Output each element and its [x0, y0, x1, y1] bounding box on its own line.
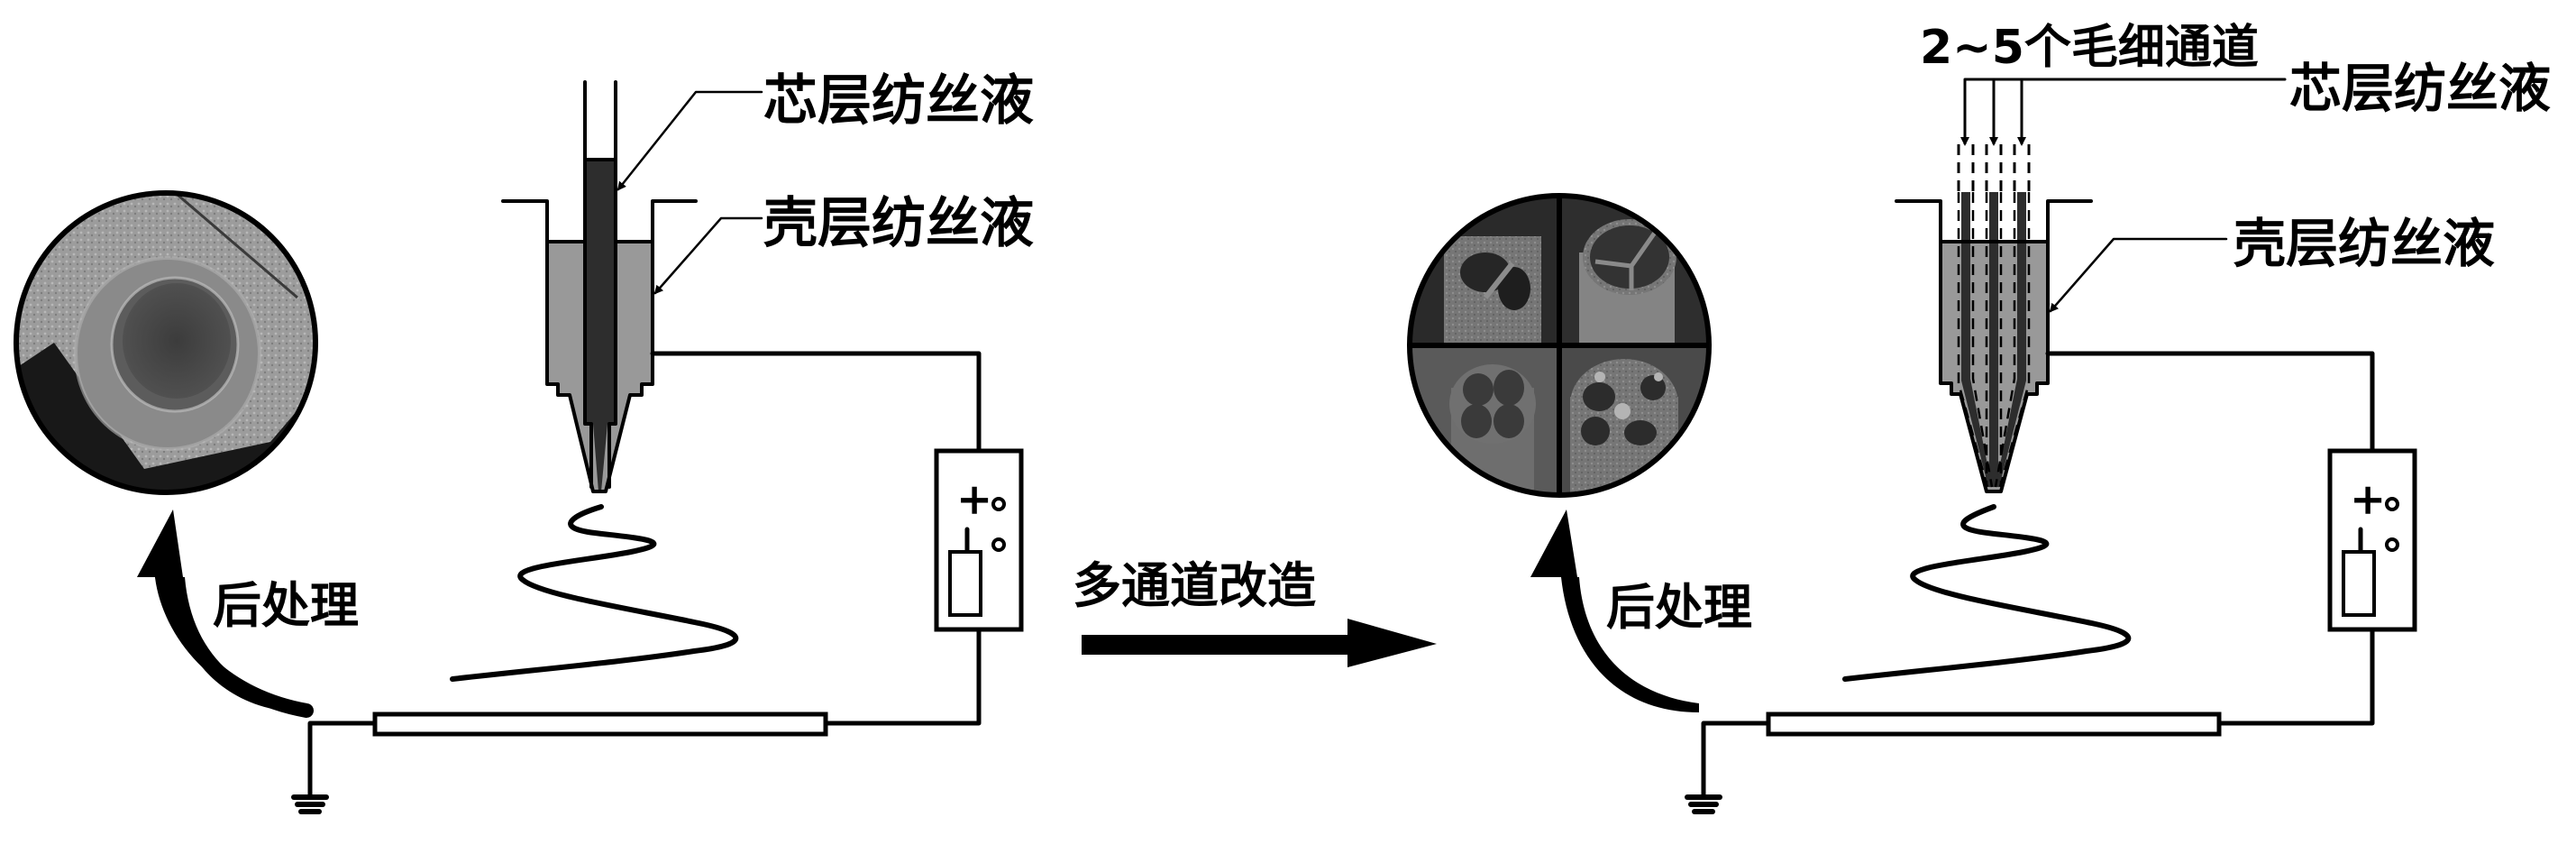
ground-icon-left: [291, 794, 329, 814]
collector-plate-left: [372, 712, 828, 737]
capillary-count-label: 2~5个毛细通道: [1920, 21, 2259, 75]
plus-terminal-label: +: [956, 474, 992, 525]
power-display: [948, 550, 982, 617]
post-treatment-arrow: [137, 510, 314, 718]
multichannel-nozzle: [1895, 144, 2093, 493]
collector-plate-right: [1766, 712, 2222, 737]
left-panel: 后处理 芯层纺丝液 壳层纺丝液 +: [14, 69, 1034, 814]
ground-wire-right: [1701, 721, 1771, 798]
post-treatment-label-right: 后处理: [1606, 579, 1752, 636]
sem-hollow-fiber-image: [16, 193, 315, 492]
ground-icon-right: [1685, 794, 1722, 814]
return-wire-left: [822, 627, 982, 726]
sem-image-frame-right: [1407, 193, 1712, 498]
sem-multichannel-images: [1410, 196, 1709, 495]
shell-solution-label-left: 壳层纺丝液: [763, 192, 1034, 255]
right-panel: 后处理 2~5个毛细通道 芯层纺丝液: [1407, 21, 2551, 814]
plus-terminal-icon-right: [2385, 497, 2399, 511]
shell-solution-label-right: 壳层纺丝液: [2233, 213, 2495, 274]
ground-wire-left: [307, 721, 378, 798]
shell-leader-line-right: [2049, 237, 2228, 313]
core-solution-label-left: 芯层纺丝液: [763, 69, 1034, 133]
sem-four-channel: [1410, 345, 1559, 495]
sem-image-frame: [14, 190, 318, 495]
post-treatment-label-left: 后处理: [213, 577, 359, 634]
fiber-jet-left: [450, 504, 739, 682]
shell-leader-line: [653, 216, 763, 295]
fiber-jet-right: [1842, 504, 2132, 682]
plus-terminal-icon: [991, 497, 1006, 511]
high-voltage-wire-right: [2045, 351, 2375, 454]
high-voltage-wire-left: [650, 351, 982, 454]
transition-arrow-icon: [1082, 619, 1437, 667]
transition: 多通道改造: [1073, 557, 1437, 667]
core-leader-line: [617, 90, 763, 191]
minus-terminal-dot-icon-right: [2385, 537, 2399, 552]
multichannel-modification-label: 多通道改造: [1073, 557, 1316, 614]
sem-four-channel-particles: [1559, 345, 1709, 495]
post-treatment-arrow-right: [1530, 510, 1699, 712]
coaxial-nozzle: [501, 80, 698, 493]
minus-terminal-dot-icon: [991, 537, 1006, 552]
power-supply-left: +: [934, 448, 1024, 632]
return-wire-right: [2215, 627, 2375, 726]
power-display-right: [2342, 550, 2376, 617]
power-supply-right: +: [2327, 448, 2417, 632]
plus-terminal-label-right: +: [2350, 474, 2386, 525]
core-solution-label-right: 芯层纺丝液: [2289, 58, 2551, 119]
